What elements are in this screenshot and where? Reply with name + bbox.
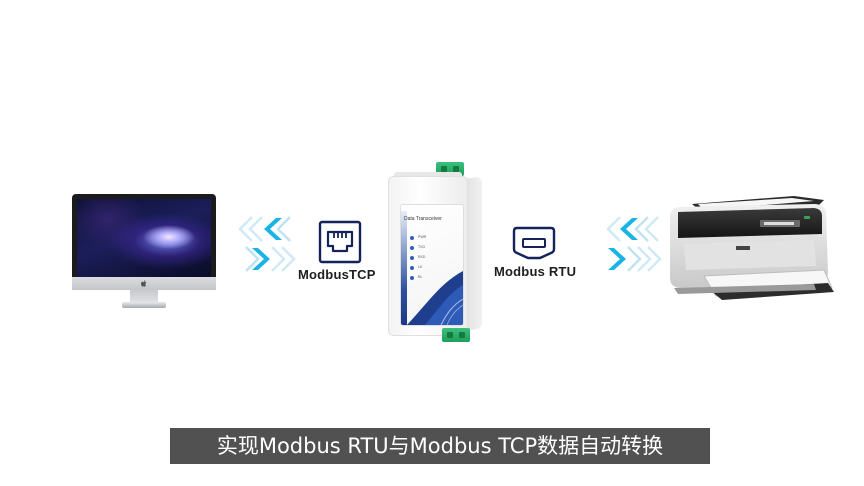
led-label: TXD <box>418 245 425 249</box>
imac-screen-galaxy-wallpaper <box>77 199 211 277</box>
din-housing: Data Transceiver PWR TXD RXD LK RL <box>388 176 468 336</box>
ethernet-port-icon <box>318 220 362 264</box>
led-indicator-icon <box>410 236 414 240</box>
panel-blue-stripe <box>401 211 407 325</box>
imac-stand-foot <box>122 302 166 308</box>
led-label: LK <box>418 265 423 269</box>
right-pointing-arrows-icon <box>236 246 300 272</box>
led-rxd: RXD <box>410 255 450 261</box>
laser-printer-icon <box>670 196 834 300</box>
imac-stand-neck <box>130 290 158 304</box>
panel-wave-graphic <box>407 271 463 325</box>
imac-computer-icon <box>72 194 216 312</box>
led-lk: LK <box>410 265 450 271</box>
caption-banner: 实现Modbus RTU与Modbus TCP数据自动转换 <box>170 428 710 464</box>
led-txd: TXD <box>410 245 450 251</box>
device-title: Data Transceiver <box>404 216 442 222</box>
led-rl: RL <box>410 275 450 281</box>
right-pointing-arrows-icon <box>604 246 668 272</box>
caption-text: 实现Modbus RTU与Modbus TCP数据自动转换 <box>216 434 664 458</box>
left-pointing-arrows-icon <box>236 216 300 242</box>
led-label: PWR <box>418 235 427 239</box>
led-indicator-icon <box>410 246 414 250</box>
led-indicator-icon <box>410 266 414 270</box>
led-indicator-icon <box>410 276 414 280</box>
modbus-rtu-label: Modbus RTU <box>494 264 577 279</box>
modbus-tcp-label: ModbusTCP <box>298 267 376 282</box>
modbus-converter-device: Data Transceiver PWR TXD RXD LK RL <box>384 162 494 344</box>
led-label: RL <box>418 275 423 279</box>
led-pwr: PWR <box>410 235 450 241</box>
led-label: RXD <box>418 255 426 259</box>
left-pointing-arrows-icon <box>604 216 668 242</box>
apple-logo-icon <box>141 280 147 287</box>
led-indicator-icon <box>410 256 414 260</box>
device-front-panel: Data Transceiver PWR TXD RXD LK RL <box>400 204 464 326</box>
serial-port-icon <box>512 226 556 260</box>
bottom-terminal-block <box>442 328 470 342</box>
